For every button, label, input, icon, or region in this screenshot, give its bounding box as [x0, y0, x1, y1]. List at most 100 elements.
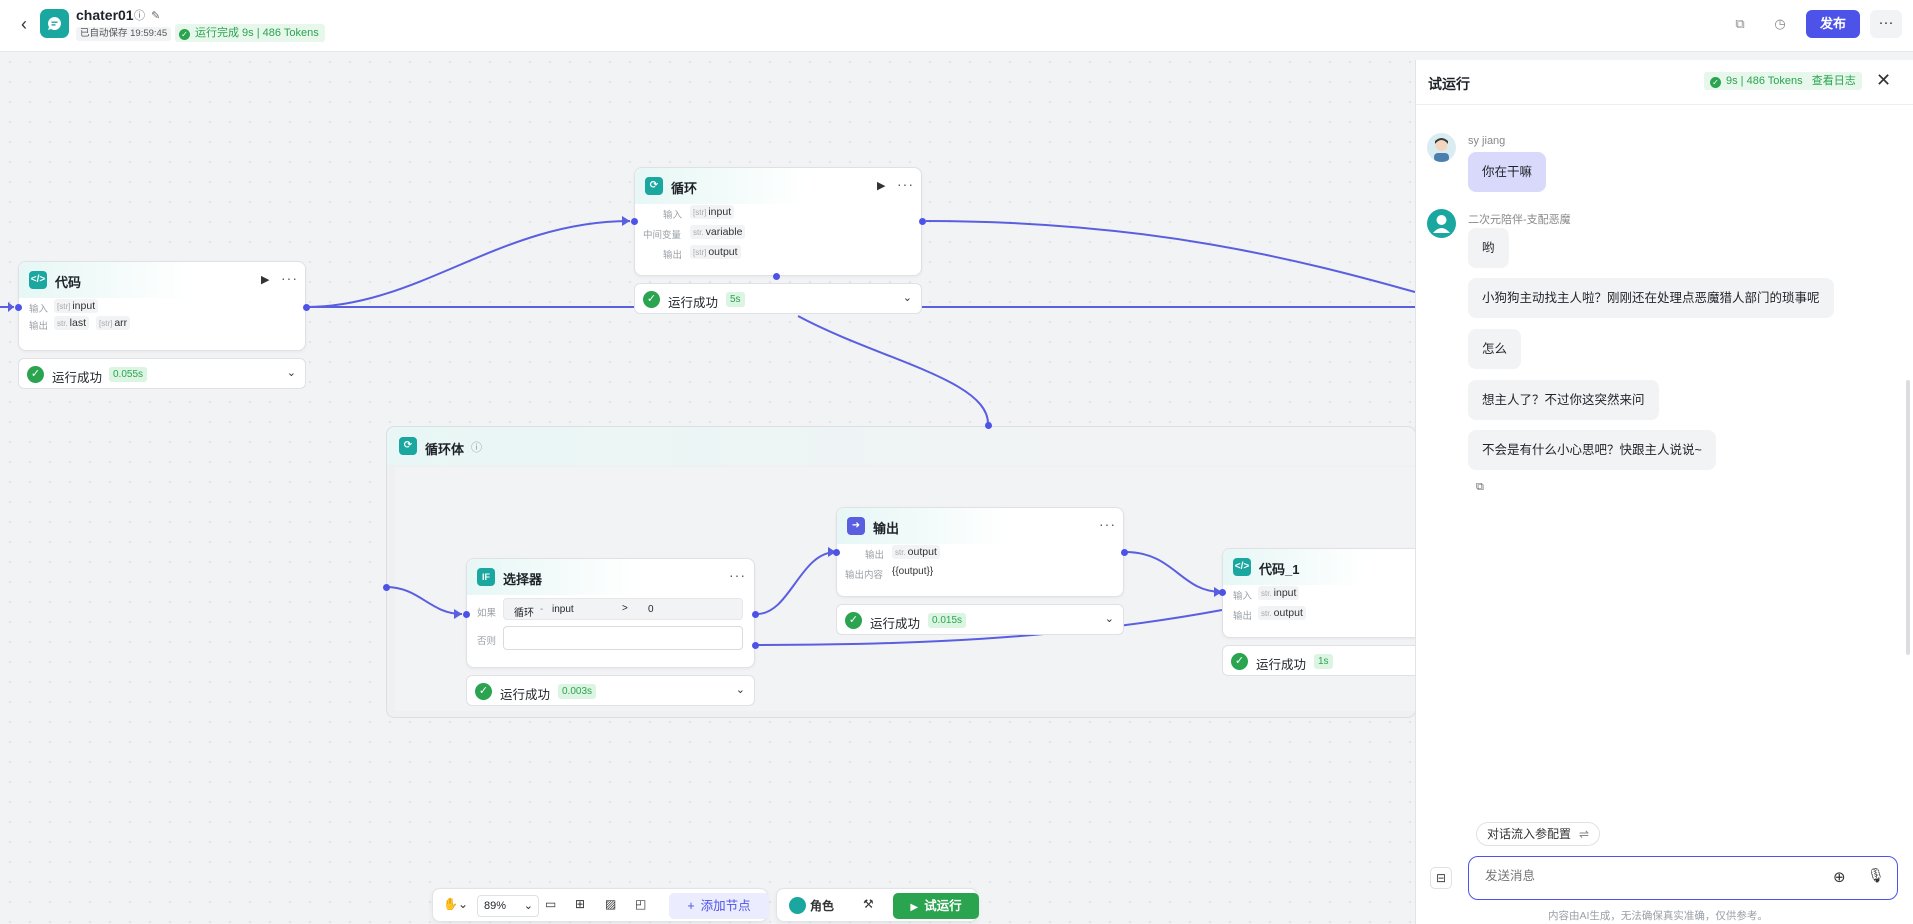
cond-source: 循环 [514, 608, 534, 619]
status-bar[interactable]: ✓ 运行成功 0.015s ⌄ [836, 604, 1124, 635]
message-input-box[interactable]: ⊕ 🎙 [1468, 856, 1898, 900]
more-icon[interactable]: ··· [897, 176, 914, 192]
output-icon: ➜ [847, 517, 865, 535]
chevron-down-icon[interactable]: ⌄ [735, 684, 745, 696]
status-bar[interactable]: ✓ 运行成功 0.003s ⌄ [466, 675, 755, 706]
conversation-config-button[interactable]: 对话流入参配置⇌ [1476, 822, 1601, 846]
chevron-down-icon[interactable]: ⌄ [286, 367, 296, 379]
input-port[interactable] [631, 218, 638, 225]
info-icon[interactable]: ⓘ [471, 442, 482, 454]
status-bar[interactable]: ✓ 运行成功 0.055s ⌄ [18, 358, 306, 389]
var-tag: str.output [1258, 606, 1306, 620]
close-icon[interactable]: ✕ [1876, 70, 1892, 90]
status-bar[interactable]: ✓ 运行成功 5s ⌄ [634, 283, 922, 314]
output-port[interactable] [919, 218, 926, 225]
more-button[interactable]: ··· [1870, 10, 1902, 38]
arrow-into-output [828, 547, 836, 557]
else-field[interactable] [503, 626, 743, 650]
type-tag: [str] [693, 248, 707, 257]
more-icon[interactable]: ··· [729, 567, 746, 583]
condition-field[interactable]: 循环 - input > 0 [503, 598, 743, 620]
add-attachment-icon[interactable]: ⊕ [1833, 869, 1846, 886]
else-output-port[interactable] [752, 642, 759, 649]
panel-scrollbar[interactable] [1906, 380, 1910, 655]
canvas-toolbar: ✋⌄ 89%⌄ ▭ ⊞ ▨ ◰ +添加节点 [432, 888, 769, 922]
content-label: 输出内容 [845, 570, 884, 581]
type-tag: str. [1261, 609, 1272, 618]
more-icon[interactable]: ··· [281, 270, 298, 286]
duration-badge: 0.003s [558, 684, 597, 699]
sliders-icon: ⇌ [1579, 827, 1590, 841]
history-icon[interactable]: ◷ [1774, 16, 1786, 31]
trial-run-button[interactable]: ▶试运行 [893, 893, 979, 919]
type-tag: str. [1261, 589, 1272, 598]
copy-icon[interactable]: ⧉ [1735, 16, 1745, 31]
minimap-icon[interactable]: ◰ [635, 897, 647, 911]
var-tag: str.last [54, 316, 90, 330]
output-port[interactable] [1121, 549, 1128, 556]
loop-body-start-port[interactable] [383, 584, 390, 591]
bot-name: 二次元陪伴-支配恶魔 [1468, 214, 1571, 226]
view-log-link[interactable]: 查看日志 [1811, 75, 1856, 87]
cond-var: input [552, 604, 574, 615]
ai-disclaimer: 内容由AI生成，无法确保真实准确，仅供参考。 [1548, 910, 1768, 922]
wrench-icon[interactable]: ⚒ [863, 897, 874, 911]
zoom-select[interactable]: 89%⌄ [477, 895, 539, 917]
node-code[interactable]: </> 代码 ▶ ··· 输入 [str]input 输出 str.last [… [18, 261, 306, 351]
input-label: 输入 [29, 304, 49, 315]
user-avatar-icon [1434, 138, 1449, 162]
var-name: output [708, 246, 738, 258]
comment-icon[interactable]: ▭ [545, 897, 557, 911]
role-button[interactable]: 角色 [810, 899, 835, 913]
var-name: last [69, 317, 87, 329]
edit-icon[interactable]: ✎ [151, 10, 161, 22]
layout-icon[interactable]: ⊞ [575, 897, 586, 911]
add-node-button[interactable]: +添加节点 [669, 893, 769, 919]
back-arrow-icon[interactable]: ‹ [21, 14, 27, 34]
input-row: 输入 [str]input [19, 298, 305, 315]
body-port[interactable] [773, 273, 780, 280]
info-icon[interactable]: ⓘ [134, 10, 145, 22]
clear-chat-icon[interactable]: ⊟ [1430, 867, 1452, 889]
arrow-into-selector [454, 609, 462, 619]
title-icons: ⓘ ✎ [134, 7, 160, 23]
node-output[interactable]: ➜ 输出 ··· 输出 str.output 输出内容 {{output}} [836, 507, 1124, 597]
input-label: 输入 [1233, 591, 1253, 602]
play-icon[interactable]: ▶ [261, 274, 270, 286]
plus-icon: + [687, 899, 695, 913]
cond-op[interactable]: > [622, 603, 628, 614]
input-label: 输入 [663, 210, 683, 221]
loop-body-port[interactable] [985, 422, 992, 429]
bot-avatar [1427, 209, 1456, 238]
input-port[interactable] [463, 611, 470, 618]
panel-badge-text: 9s | 486 Tokens [1726, 75, 1803, 87]
cond-dot: - [540, 604, 544, 615]
output-port[interactable] [303, 304, 310, 311]
success-icon: ✓ [845, 612, 862, 629]
middle-row: 中间变量 str.variable [635, 224, 921, 241]
cond-value-box[interactable]: 0 [644, 602, 740, 616]
more-icon[interactable]: ··· [1099, 516, 1116, 532]
input-port[interactable] [15, 304, 22, 311]
play-icon[interactable]: ▶ [877, 180, 886, 192]
node-header: </> 代码 ▶ ··· [19, 262, 305, 298]
input-port[interactable] [1219, 589, 1226, 596]
chevron-down-icon[interactable]: ⌄ [1104, 613, 1114, 625]
output-row: 输出 str.last [str]arr [19, 315, 305, 332]
node-loop[interactable]: ⟳ 循环 ▶ ··· 输入 [str]input 中间变量 str.variab… [634, 167, 922, 276]
var-tag: [str]arr [96, 316, 131, 330]
image-icon[interactable]: ▨ [605, 897, 617, 911]
copy-icon[interactable]: ⧉ [1476, 481, 1484, 493]
node-selector[interactable]: IF 选择器 ··· 如果 循环 - input > 0 否则 [466, 558, 755, 668]
pointer-mode-icon[interactable]: ✋⌄ [443, 897, 468, 911]
message-input[interactable] [1483, 868, 1823, 884]
input-port[interactable] [833, 549, 840, 556]
user-avatar [1427, 133, 1456, 162]
publish-button[interactable]: 发布 [1806, 10, 1860, 38]
output-label: 输出 [663, 250, 683, 261]
duration-badge: 5s [726, 292, 745, 307]
var-tag: [str]output [690, 245, 741, 259]
if-output-port[interactable] [752, 611, 759, 618]
chevron-down-icon[interactable]: ⌄ [902, 292, 912, 304]
microphone-icon[interactable]: 🎙 [1867, 867, 1885, 883]
